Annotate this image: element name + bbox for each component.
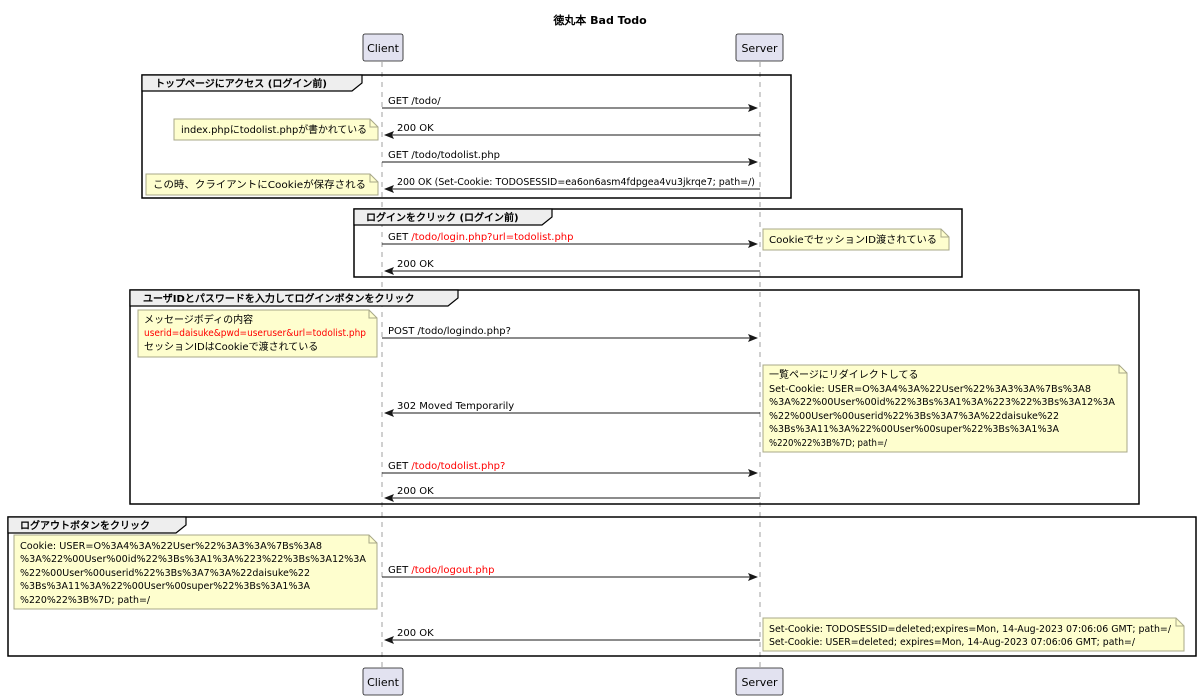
message-label: 200 OK (Set-Cookie: TODOSESSID=ea6on6asm… (397, 177, 755, 188)
message-label: 200 OK (397, 628, 434, 639)
client-participant-bottom-label: Client (367, 676, 400, 689)
note-text: この時、クライアントにCookieが保存される (153, 178, 366, 191)
note-logout-set-cookie: Set-Cookie: TODOSESSID=deleted;expires=M… (762, 617, 1185, 652)
note-line: Set-Cookie: USER=deleted; expires=Mon, 1… (769, 637, 1136, 648)
frame-label: ログインをクリック (ログイン前) (366, 211, 519, 224)
message-label-part: 200 OK (397, 259, 434, 270)
message-label: 200 OK (397, 259, 434, 270)
message-label: GET /todo/logout.php (388, 565, 494, 576)
note-line: 一覧ページにリダイレクトしてる (769, 368, 919, 381)
message-post-logindo: POST /todo/logindo.php? (382, 326, 758, 342)
server-participant-top-label: Server (741, 42, 778, 55)
message-label-part: GET (388, 461, 411, 472)
note-line: Set-Cookie: TODOSESSID=deleted;expires=M… (769, 624, 1172, 635)
message-label-part: 200 OK (397, 123, 434, 134)
note-text: index.phpにtodolist.phpが書かれている (181, 123, 367, 136)
message-get-todo: GET /todo/ (382, 96, 758, 112)
client-participant-bottom: Client (362, 667, 404, 696)
message-label-part: 200 OK (Set-Cookie: TODOSESSID=ea6on6asm… (397, 177, 755, 188)
note-line: %3A%22%00User%00id%22%3Bs%3A1%3A%223%22%… (20, 554, 366, 565)
diagram-title: 徳丸本 Bad Todo (552, 13, 647, 27)
note-line: この時、クライアントにCookieが保存される (153, 178, 366, 191)
note-redirect-set-cookie: 一覧ページにリダイレクトしてる Set-Cookie: USER=O%3A4%3… (762, 364, 1128, 453)
note-line: %3Bs%3A11%3A%22%00User%00super%22%3Bs%3A… (20, 581, 310, 592)
message-get-login: GET /todo/login.php?url=todolist.php (382, 232, 758, 248)
frame-enter-credentials: ユーザIDとパスワードを入力してログインボタンをクリック (129, 289, 1140, 505)
note-index-php: index.phpにtodolist.phpが書かれている (173, 118, 379, 141)
message-label-part: 200 OK (397, 486, 434, 497)
message-label-part: 302 Moved Temporarily (397, 401, 514, 412)
frame-label: トップページにアクセス (ログイン前) (155, 77, 327, 90)
note-text: CookieでセッションID渡されている (769, 233, 937, 246)
note-line: セッションIDはCookieで渡されている (144, 340, 318, 353)
frame-label: ユーザIDとパスワードを入力してログインボタンをクリック (143, 292, 415, 305)
message-label-part-highlight: /todo/todolist.php? (411, 461, 505, 472)
message-label-part: GET (388, 565, 411, 576)
message-label-part: GET (388, 232, 411, 243)
message-200-ok: 200 OK (384, 259, 760, 275)
message-label-part: GET /todo/todolist.php (388, 150, 500, 161)
note-line: Set-Cookie: USER=O%3A4%3A%22User%22%3A3%… (769, 384, 1091, 395)
message-label: POST /todo/logindo.php? (388, 326, 511, 337)
client-participant-top: Client (362, 33, 404, 62)
note-line: Cookie: USER=O%3A4%3A%22User%22%3A3%3A%7… (20, 541, 322, 552)
server-participant-bottom-label: Server (741, 676, 778, 689)
note-message-body: メッセージボディの内容 userid=daisuke&pwd=useruser&… (137, 309, 378, 358)
note-line: %22%00User%00userid%22%3Bs%3A7%3A%22dais… (769, 411, 1059, 422)
note-line: CookieでセッションID渡されている (769, 233, 937, 246)
message-200-ok: 200 OK (384, 486, 760, 502)
message-200-ok: 200 OK (384, 123, 760, 139)
note-line: メッセージボディの内容 (144, 313, 253, 326)
message-label-part: 200 OK (397, 628, 434, 639)
note-text: Set-Cookie: TODOSESSID=deleted;expires=M… (769, 624, 1174, 648)
message-200-ok: 200 OK (384, 628, 760, 644)
frame-logout-click: ログアウトボタンをクリック (7, 516, 1197, 657)
client-participant-top-label: Client (367, 42, 400, 55)
frame-top-page-access: トップページにアクセス (ログイン前) (141, 74, 792, 199)
message-label: 302 Moved Temporarily (397, 401, 514, 412)
note-session-id-cookie: CookieでセッションID渡されている (762, 228, 950, 251)
note-line: %220%22%3B%7D; path=/ (769, 438, 888, 449)
note-text: 一覧ページにリダイレクトしてる Set-Cookie: USER=O%3A4%3… (769, 368, 1118, 449)
note-line-highlight: userid=daisuke&pwd=useruser&url=todolist… (144, 328, 366, 339)
message-label-part: GET /todo/ (388, 96, 441, 107)
message-label-part-highlight: /todo/logout.php (411, 565, 494, 576)
message-get-todolist-redirect: GET /todo/todolist.php? (382, 461, 758, 477)
note-line: %220%22%3B%7D; path=/ (20, 595, 151, 606)
message-302-moved: 302 Moved Temporarily (384, 401, 760, 417)
message-label: 200 OK (397, 123, 434, 134)
message-label: GET /todo/ (388, 96, 441, 107)
note-cookie-saved: この時、クライアントにCookieが保存される (145, 173, 379, 196)
note-text: メッセージボディの内容 userid=daisuke&pwd=useruser&… (144, 313, 369, 353)
message-label-part: POST /todo/logindo.php? (388, 326, 511, 337)
server-participant-top: Server (735, 33, 784, 62)
message-label-part-highlight: /todo/login.php?url=todolist.php (411, 232, 573, 243)
note-line: %3Bs%3A11%3A%22%00User%00super%22%3Bs%3A… (769, 424, 1059, 435)
frame-label: ログアウトボタンをクリック (20, 519, 150, 532)
message-label: GET /todo/todolist.php? (388, 461, 505, 472)
message-get-todolist: GET /todo/todolist.php (382, 150, 758, 166)
message-label: GET /todo/login.php?url=todolist.php (388, 232, 574, 243)
note-line: %3A%22%00User%00id%22%3Bs%3A1%3A%223%22%… (769, 397, 1115, 408)
note-text: Cookie: USER=O%3A4%3A%22User%22%3A3%3A%7… (20, 541, 369, 606)
note-logout-cookie: Cookie: USER=O%3A4%3A%22User%22%3A3%3A%7… (13, 534, 378, 610)
frame-login-click: ログインをクリック (ログイン前) (353, 208, 963, 278)
note-line: index.phpにtodolist.phpが書かれている (181, 123, 367, 136)
note-line: %22%00User%00userid%22%3Bs%3A7%3A%22dais… (20, 568, 310, 579)
message-label: 200 OK (397, 486, 434, 497)
server-participant-bottom: Server (735, 667, 784, 696)
message-get-logout: GET /todo/logout.php (382, 565, 758, 581)
message-label: GET /todo/todolist.php (388, 150, 500, 161)
message-200-ok-set-cookie: 200 OK (Set-Cookie: TODOSESSID=ea6on6asm… (384, 177, 760, 193)
